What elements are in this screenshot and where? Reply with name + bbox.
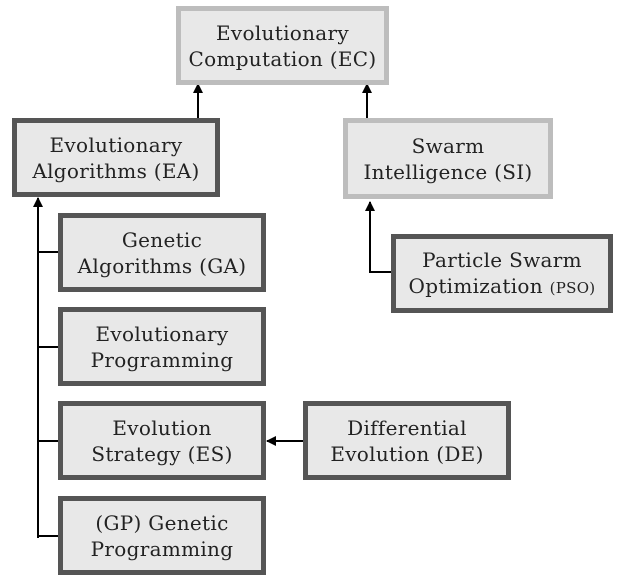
node-label-line2: Intelligence (SI) [363,159,533,184]
node-label-line2: Strategy (ES) [91,441,233,466]
node-label-abbrev: (PSO) [549,278,596,297]
node-label-line2: Computation (EC) [188,46,377,71]
arrow-pso-to-si [365,201,392,273]
node-label-line1: Evolution [112,415,212,440]
node-evolutionary-computation: Evolutionary Computation (EC) [176,6,389,85]
node-particle-swarm-optimization: Particle Swarm Optimization (PSO) [391,234,613,313]
node-label-line2: Algorithms (GA) [77,253,247,278]
node-evolution-strategy: Evolution Strategy (ES) [58,401,266,480]
node-label-line1: Evolutionary [216,20,349,45]
node-label-line2: Algorithms (EA) [32,158,200,183]
node-genetic-algorithms: Genetic Algorithms (GA) [58,213,266,292]
node-evolutionary-programming: Evolutionary Programming [58,307,266,386]
node-genetic-programming: (GP) Genetic Programming [58,496,266,575]
node-label-line2: Programming [90,347,234,372]
node-label-line1: Genetic [121,227,203,252]
node-label-line2: Evolution (DE) [330,441,484,466]
node-label-line1: Particle Swarm [422,247,582,272]
node-swarm-intelligence: Swarm Intelligence (SI) [343,118,553,199]
node-label-main: Optimization [408,273,550,298]
node-label-line1: Evolutionary [49,132,183,157]
node-label-line1: Swarm [411,133,485,158]
node-label-line1: Evolutionary [95,321,229,346]
node-label-line2: Programming [90,536,234,561]
node-label-line1: (GP) Genetic [95,510,229,535]
node-differential-evolution: Differential Evolution (DE) [303,401,511,480]
node-label-line1: Differential [347,415,467,440]
node-label-line2: Optimization (PSO) [409,273,596,301]
node-evolutionary-algorithms: Evolutionary Algorithms (EA) [12,118,220,197]
